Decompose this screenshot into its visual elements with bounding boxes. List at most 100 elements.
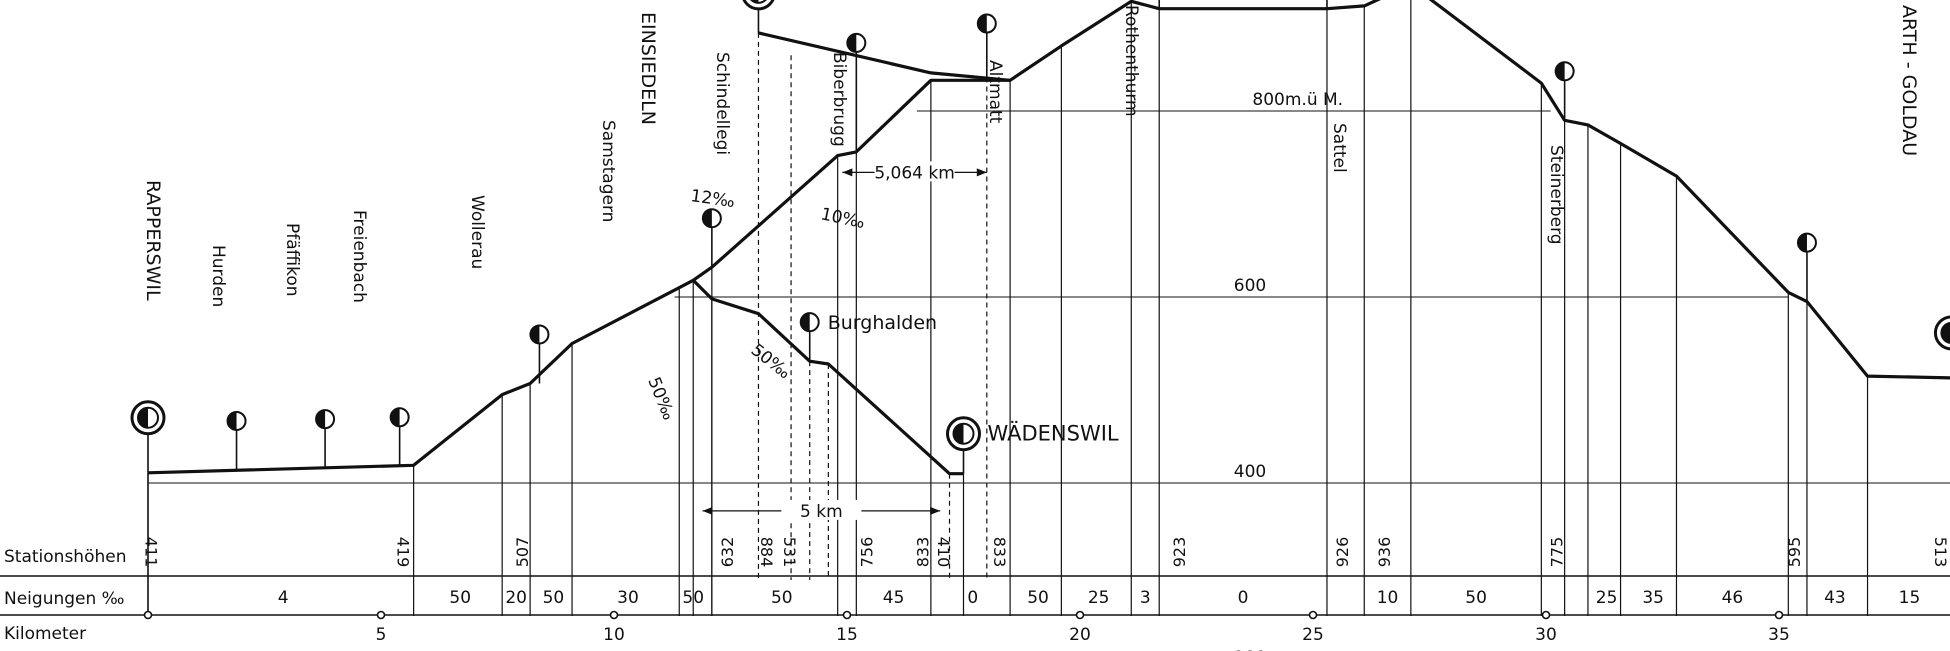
station-marker-icon-0-fill	[138, 407, 148, 428]
gradient-value-11: 3	[1140, 588, 1151, 608]
gradient-value-16: 35	[1642, 588, 1664, 608]
row-label-heights: Stationshöhen	[4, 547, 126, 567]
station-marker-icon-12-fill	[1797, 233, 1807, 252]
station-marker-icon-13-fill	[1941, 323, 1950, 343]
station-marker-icon-1-fill	[227, 411, 237, 430]
elevation-label-400: 400	[1234, 462, 1266, 482]
station-height-3: 632	[718, 537, 737, 568]
station-height-11: 926	[1333, 537, 1352, 568]
station-label-6: EINSIEDELN	[637, 12, 659, 125]
elevation-label-800: 800m.ü M.	[1252, 90, 1343, 110]
gradient-value-13: 10	[1377, 588, 1399, 608]
km-tick-label-3: 15	[836, 625, 858, 645]
gradient-annotation-1: 10‰	[819, 204, 867, 233]
station-height-6: 756	[858, 537, 877, 568]
station-label-11: Sattel	[1329, 123, 1349, 173]
km-tick-5	[1308, 610, 1318, 620]
profile-series-0	[147, 0, 1950, 475]
station-label-13: ARTH - GOLDAU	[1898, 5, 1920, 156]
distance-label-bg-0	[874, 161, 955, 182]
station-label-3: Freienbach	[349, 210, 369, 303]
distance-arrow-left-0	[842, 168, 853, 177]
km-tick-3	[842, 610, 852, 620]
station-height-9: 833	[990, 537, 1009, 568]
gradient-value-18: 43	[1824, 588, 1846, 608]
station-height-2: 507	[513, 537, 532, 568]
km-tick-label-2: 10	[603, 625, 625, 645]
side-station-label-0: Burghalden	[828, 312, 937, 334]
station-height-5: 531	[780, 537, 799, 568]
station-marker-icon-3-fill	[390, 408, 400, 427]
station-marker-icon-12	[1796, 232, 1817, 253]
gradient-value-2: 20	[505, 588, 527, 608]
station-marker-icon-11-fill	[1555, 62, 1565, 81]
km-tick-label-1: 5	[376, 625, 387, 645]
station-marker-icon-13	[1933, 315, 1950, 351]
station-height-13: 775	[1547, 537, 1566, 568]
station-marker-icon-11	[1554, 61, 1575, 82]
km-tick-6	[1541, 610, 1551, 620]
station-label-10: Rothenthurm	[1121, 5, 1141, 117]
distance-arrow-right-1	[930, 506, 941, 515]
gradient-value-0: 4	[278, 588, 289, 608]
gradient-value-12: 0	[1238, 588, 1249, 608]
gradient-annotation-2: 50‰	[747, 340, 794, 383]
side-station-marker-icon-1	[946, 416, 981, 452]
station-label-12: Steinerberg	[1546, 145, 1566, 245]
station-height-10: 923	[1170, 537, 1189, 568]
station-label-8: Biberbrugg	[829, 52, 849, 147]
station-marker-icon-4-fill	[530, 325, 540, 344]
km-tick-label-6: 30	[1535, 625, 1557, 645]
row-label-km: Kilometer	[4, 624, 86, 644]
gradient-annotation-0: 12‰	[689, 186, 736, 212]
distance-arrow-left-1	[702, 506, 713, 515]
elevation-label-200: 200	[1234, 648, 1266, 651]
station-label-5: Samstagern	[598, 120, 618, 222]
profile-series-2	[758, 31, 1011, 82]
gradient-value-5: 50	[682, 588, 704, 608]
profile-series-1	[692, 279, 964, 476]
station-marker-icon-1	[226, 410, 247, 431]
gradient-value-7: 45	[883, 588, 905, 608]
station-height-0: 411	[142, 537, 161, 568]
km-tick-label-4: 20	[1069, 625, 1091, 645]
km-tick-label-7: 35	[1768, 625, 1790, 645]
station-height-1: 419	[393, 537, 412, 568]
station-label-9: Altmatt	[985, 60, 1005, 124]
km-tick-1	[376, 610, 386, 620]
station-height-4: 884	[757, 537, 776, 568]
station-marker-icon-7-fill	[847, 33, 857, 52]
station-marker-icon-2	[315, 409, 336, 430]
elevation-grid: 800m.ü M.600400200	[148, 90, 1950, 651]
gradient-value-8: 0	[967, 588, 978, 608]
gradient-value-10: 25	[1088, 588, 1110, 608]
gradient-value-9: 50	[1027, 588, 1049, 608]
station-marker-icon-5-fill	[702, 209, 712, 228]
station-marker-icon-8-fill	[977, 14, 987, 33]
station-marker-icon-5	[701, 208, 722, 229]
station-height-14: 595	[1785, 537, 1804, 568]
km-tick-2	[609, 610, 619, 620]
gradient-value-3: 50	[543, 588, 565, 608]
station-height-7: 833	[914, 537, 933, 568]
station-label-2: Pfäffikon	[282, 223, 302, 297]
side-station-label-1: WÄDENSWIL	[988, 421, 1119, 446]
station-height-12: 936	[1375, 537, 1394, 568]
gradient-value-6: 50	[771, 588, 793, 608]
profile-lines	[147, 0, 1950, 476]
station-marker-icon-4	[529, 324, 550, 345]
side-station-marker-icon-1-fill	[953, 423, 964, 444]
station-label-4: Wollerau	[467, 195, 487, 269]
gradient-value-14: 50	[1465, 588, 1487, 608]
station-marker-icon-6	[742, 0, 775, 11]
km-tick-7	[1774, 610, 1784, 620]
distance-label-bg-1	[781, 499, 862, 520]
gradient-annotation-3: 50‰	[643, 374, 678, 423]
elevation-label-600: 600	[1234, 276, 1266, 296]
gradient-value-4: 30	[617, 588, 639, 608]
row-label-gradients: Neigungen ‰	[4, 589, 124, 609]
station-label-0: RAPPERSWIL	[142, 180, 164, 301]
